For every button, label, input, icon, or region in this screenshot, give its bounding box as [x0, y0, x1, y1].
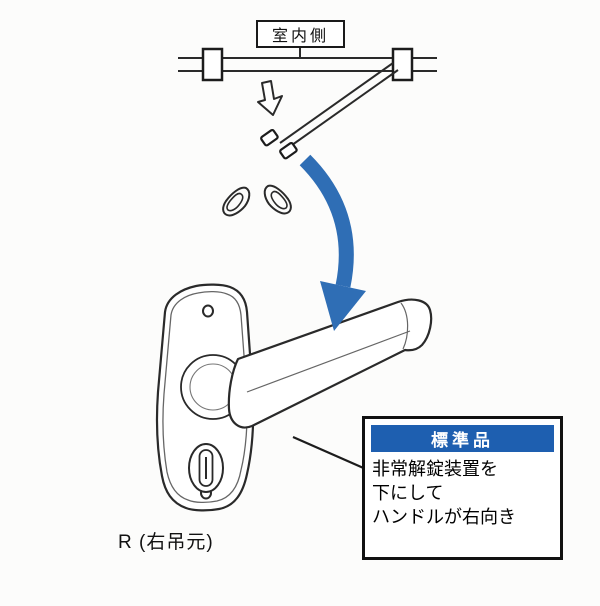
- diagonal-spindle: [260, 62, 399, 160]
- spindle-end-clip-b: [279, 142, 298, 160]
- callout-box: 標準品 非常解錠装置を 下にして ハンドルが右向き: [362, 416, 563, 560]
- washer-right-outer: [263, 184, 292, 215]
- spindle-rod: [178, 47, 437, 82]
- washer-right-inner: [270, 190, 288, 210]
- handle-orientation-label: R (右吊元): [118, 532, 214, 553]
- diagonal-spindle-top-line: [279, 62, 394, 144]
- rod-clip-right: [391, 47, 414, 82]
- screw-hole-top: [202, 304, 214, 318]
- callout-text-line: ハンドルが右向き: [372, 507, 516, 527]
- attach-arrow-shaft: [299, 154, 354, 288]
- washer-part-right: [263, 184, 292, 215]
- insert-direction-arrow-icon: [257, 80, 283, 116]
- callout-text-line: 下にして: [372, 483, 444, 503]
- attach-arrow-head: [320, 281, 366, 331]
- washer-left-inner: [226, 192, 244, 212]
- rod-clip-left: [201, 47, 224, 82]
- callout-header: 標準品: [371, 425, 554, 452]
- callout-connector-line: [292, 435, 369, 472]
- diagonal-spindle-bottom-line: [284, 69, 399, 151]
- lever-tip-face-line: [400, 302, 409, 350]
- washer-left-outer: [222, 186, 251, 217]
- indoor-side-label: 室内側: [256, 20, 345, 48]
- rosette-inner-contour: [162, 290, 248, 504]
- attach-direction-arrow-icon: [299, 154, 366, 331]
- lever-arm: [227, 298, 433, 429]
- callout-text-line: 非常解錠装置を: [372, 459, 498, 479]
- lever-handle-illustration: [155, 283, 433, 512]
- spindle-end-clip-a: [260, 129, 279, 147]
- washer-part-left: [222, 186, 251, 217]
- lever-ridge-line: [246, 330, 411, 393]
